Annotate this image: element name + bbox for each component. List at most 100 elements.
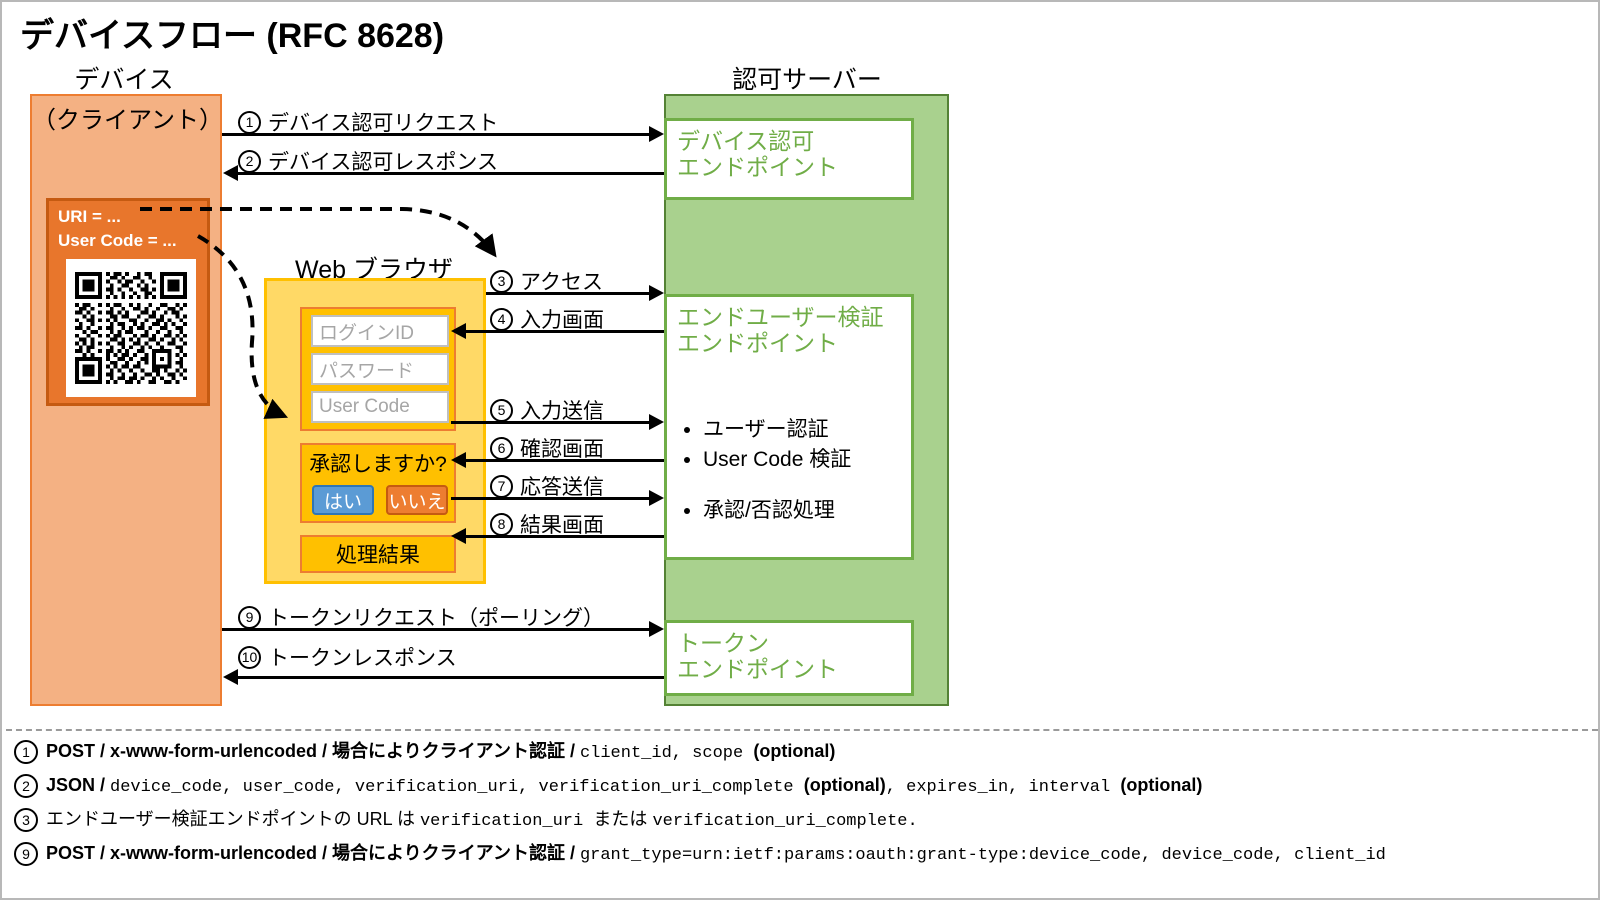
step-10: 10 トークンレスポンス <box>238 642 457 672</box>
step-4-number: 4 <box>490 307 513 331</box>
note-3-part-1: verification_uri <box>419 812 594 831</box>
note-9: 9 POST / x-www-form-urlencoded / 場合によりクラ… <box>14 840 1594 866</box>
verification-endpoint-line1: エンドユーザー検証 <box>677 304 884 330</box>
note-3-part-0: エンドユーザー検証エンドポイントの URL は <box>46 809 420 829</box>
step-1: 1 デバイス認可リクエスト <box>238 107 498 137</box>
note-1-part-2: (optional) <box>753 741 836 761</box>
note-2-number: 2 <box>14 774 38 798</box>
note-1-part-1: client_id, scope <box>579 744 754 763</box>
note-9-part-0: POST / x-www-form-urlencoded / 場合によりクライア… <box>46 843 580 863</box>
step-5-arrow <box>451 421 651 424</box>
note-1-text: POST / x-www-form-urlencoded / 場合によりクライア… <box>46 738 835 767</box>
bullet-approve-deny: 承認/否認処理 <box>703 496 851 526</box>
step-10-label: トークンレスポンス <box>268 647 457 670</box>
footer-divider <box>6 729 1598 731</box>
step-6-arrowhead <box>451 452 466 468</box>
step-10-arrowhead <box>223 669 238 685</box>
note-9-part-1: grant_type=urn:ietf:params:oauth:grant-t… <box>579 846 1386 865</box>
step-7-arrowhead <box>649 490 664 506</box>
server-column-caption: 認可サーバー <box>732 66 882 94</box>
consent-panel: 承認しますか? はい いいえ <box>300 443 456 523</box>
device-client-label: （クライアント） <box>32 107 224 134</box>
password-input[interactable]: パスワード <box>311 353 449 385</box>
authorization-server-column: デバイス認可 エンドポイント エンドユーザー検証 エンドポイント ユーザー認証 … <box>664 94 949 706</box>
note-1: 1 POST / x-www-form-urlencoded / 場合によりクラ… <box>14 738 1594 764</box>
step-3-number: 3 <box>490 269 513 293</box>
step-1-label: デバイス認可リクエスト <box>268 112 499 135</box>
device-endpoint-line1: デバイス認可 <box>677 128 815 154</box>
page-title: デバイスフロー (RFC 8628) <box>20 17 445 55</box>
step-1-arrow <box>222 133 651 136</box>
step-1-arrowhead <box>649 126 664 142</box>
note-2-part-4: (optional) <box>1120 775 1203 795</box>
approve-button[interactable]: はい <box>312 485 374 515</box>
step-2-arrowhead <box>223 165 238 181</box>
step-2-number: 2 <box>238 149 261 173</box>
note-2-part-3: , expires_in, interval <box>885 778 1121 797</box>
note-1-number: 1 <box>14 740 38 764</box>
note-2-part-1: device_code, user_code, verification_uri… <box>110 778 804 797</box>
note-3-text: エンドユーザー検証エンドポイントの URL は verification_uri… <box>46 806 918 835</box>
qr-uri-text: URI = ... <box>58 207 121 226</box>
step-3-arrowhead <box>649 285 664 301</box>
step-7: 7 応答送信 <box>490 471 604 501</box>
step-7-arrow <box>451 497 651 500</box>
step-6-number: 6 <box>490 436 513 460</box>
step-4-label: 入力画面 <box>520 309 604 332</box>
step-7-number: 7 <box>490 474 513 498</box>
note-3: 3 エンドユーザー検証エンドポイントの URL は verification_u… <box>14 806 1594 832</box>
step-9: 9 トークンリクエスト（ポーリング） <box>238 602 604 632</box>
step-1-number: 1 <box>238 110 261 134</box>
note-2-part-2: (optional) <box>803 775 886 795</box>
device-qr-panel: URI = ... User Code = ... <box>46 198 210 406</box>
step-9-number: 9 <box>238 605 261 629</box>
note-1-part-0: POST / x-www-form-urlencoded / 場合によりクライア… <box>46 741 580 761</box>
step-6-label: 確認画面 <box>520 438 604 461</box>
step-3-label: アクセス <box>520 271 603 294</box>
step-4: 4 入力画面 <box>490 304 604 334</box>
step-4-arrowhead <box>451 323 466 339</box>
note-3-number: 3 <box>14 808 38 832</box>
step-5-arrowhead <box>649 414 664 430</box>
browser-column: ログインID パスワード User Code 承認しますか? はい いいえ 処理… <box>264 278 486 584</box>
verification-endpoint-bullets: ユーザー認証 User Code 検証 承認/否認処理 <box>685 415 851 526</box>
qr-code-icon <box>66 259 196 397</box>
token-endpoint: トークン エンドポイント <box>664 620 914 696</box>
step-2-arrow <box>238 172 664 175</box>
step-10-number: 10 <box>238 645 261 669</box>
step-8: 8 結果画面 <box>490 509 604 539</box>
step-3: 3 アクセス <box>490 266 603 296</box>
step-8-arrow <box>466 535 664 538</box>
note-3-part-3: verification_uri_complete. <box>652 812 918 831</box>
step-7-label: 応答送信 <box>520 476 604 499</box>
step-8-label: 結果画面 <box>520 514 604 537</box>
deny-button[interactable]: いいえ <box>386 485 448 515</box>
token-endpoint-line2: エンドポイント <box>677 656 838 683</box>
step-8-number: 8 <box>490 512 513 536</box>
qr-user-code-text: User Code = ... <box>58 231 177 250</box>
step-5-label: 入力送信 <box>520 400 604 423</box>
step-5-number: 5 <box>490 398 513 422</box>
note-2-part-0: JSON / <box>46 775 111 795</box>
step-9-label: トークンリクエスト（ポーリング） <box>268 607 604 630</box>
step-6-arrow <box>466 459 664 462</box>
note-9-text: POST / x-www-form-urlencoded / 場合によりクライア… <box>46 840 1386 869</box>
step-9-arrowhead <box>649 621 664 637</box>
step-6: 6 確認画面 <box>490 433 604 463</box>
bullet-spacer <box>703 476 851 496</box>
result-panel: 処理結果 <box>300 535 456 573</box>
step-3-arrow <box>486 292 651 295</box>
footer-notes: 1 POST / x-www-form-urlencoded / 場合によりクラ… <box>14 738 1594 874</box>
step-9-arrow <box>222 628 651 631</box>
login-id-input[interactable]: ログインID <box>311 315 449 347</box>
user-code-input[interactable]: User Code <box>311 391 449 423</box>
token-endpoint-line1: トークン <box>677 630 769 656</box>
device-column: （クライアント） URI = ... User Code = ... <box>30 94 224 706</box>
step-4-arrow <box>466 330 664 333</box>
end-user-verification-endpoint: エンドユーザー検証 エンドポイント ユーザー認証 User Code 検証 承認… <box>664 294 914 560</box>
step-2-label: デバイス認可レスポンス <box>268 151 498 174</box>
step-10-arrow <box>238 676 664 679</box>
login-form-panel: ログインID パスワード User Code <box>300 307 456 431</box>
verification-endpoint-line2: エンドポイント <box>677 330 838 357</box>
